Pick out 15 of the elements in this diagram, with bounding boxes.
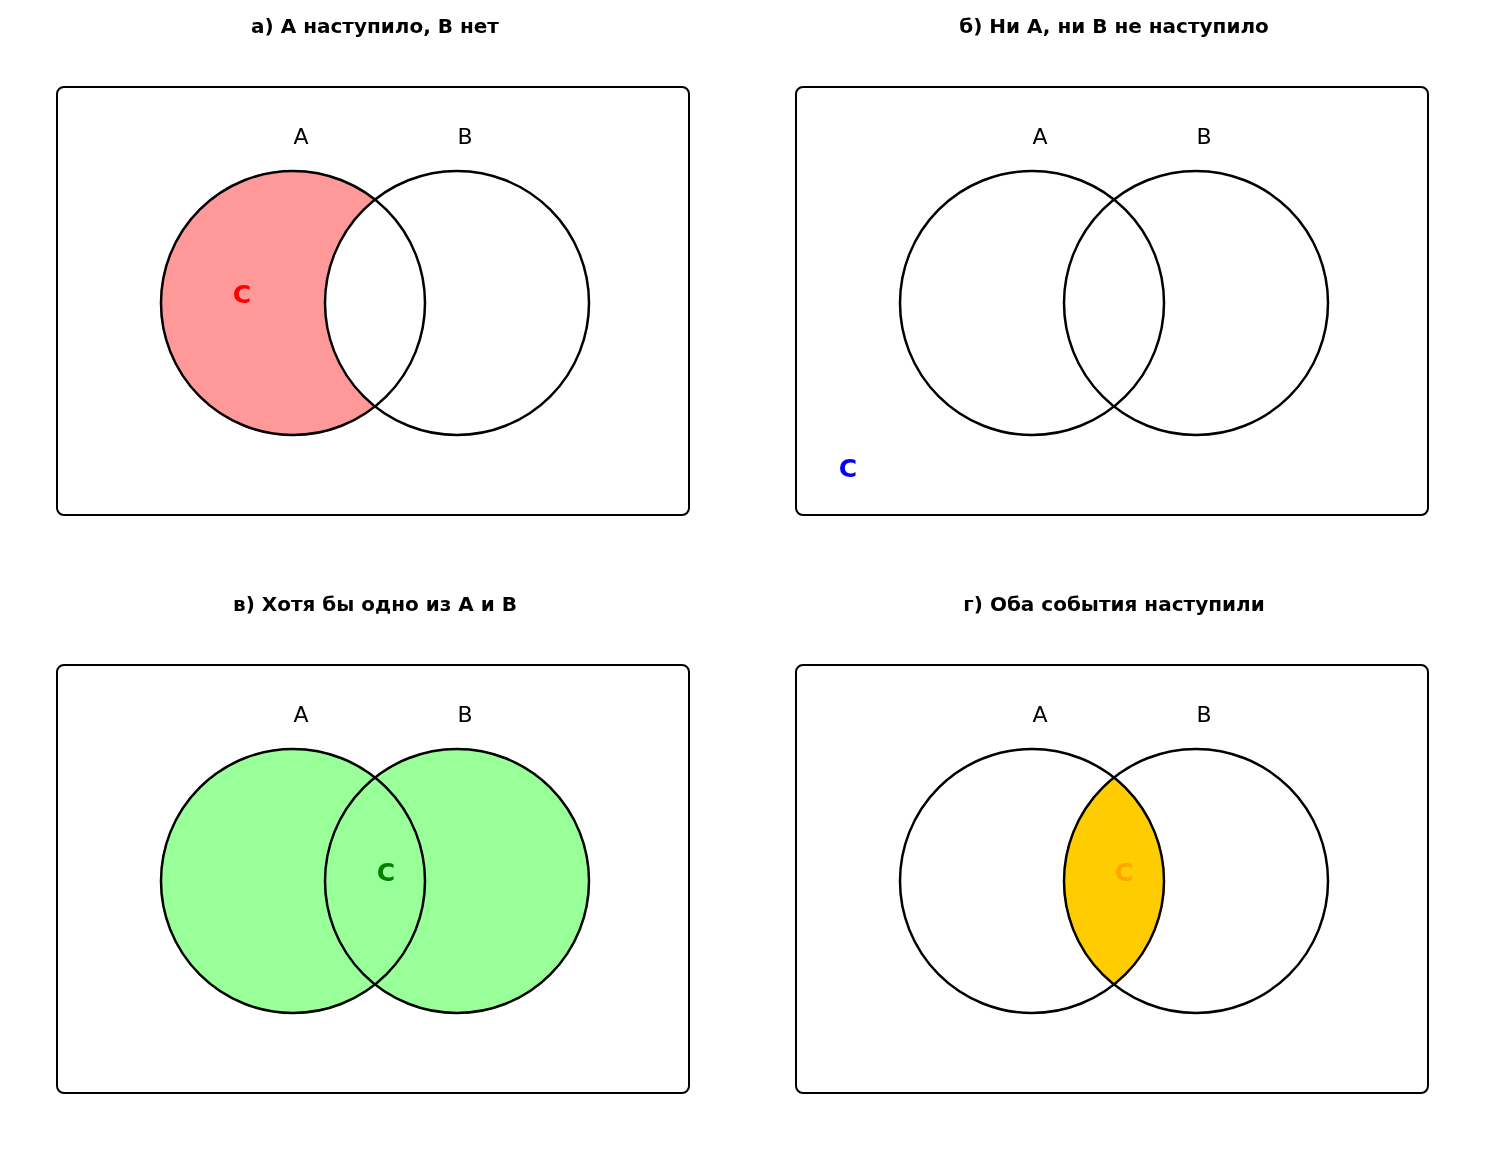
set-label: B — [456, 124, 474, 150]
panel-title: в) Хотя бы одно из A и B — [232, 592, 518, 616]
set-label: A — [1031, 124, 1049, 150]
set-label: A — [1031, 702, 1049, 728]
event-label: C — [376, 859, 396, 887]
event-label: C — [838, 455, 858, 483]
event-label: C — [232, 281, 252, 309]
set-label: B — [456, 702, 474, 728]
set-label: B — [1195, 124, 1213, 150]
panel-title: а) A наступило, B нет — [250, 14, 500, 38]
set-label: A — [292, 702, 310, 728]
panel-title: б) Ни A, ни B не наступило — [958, 14, 1270, 38]
set-label: A — [292, 124, 310, 150]
set-label: B — [1195, 702, 1213, 728]
panel-title: г) Оба события наступили — [962, 592, 1266, 616]
